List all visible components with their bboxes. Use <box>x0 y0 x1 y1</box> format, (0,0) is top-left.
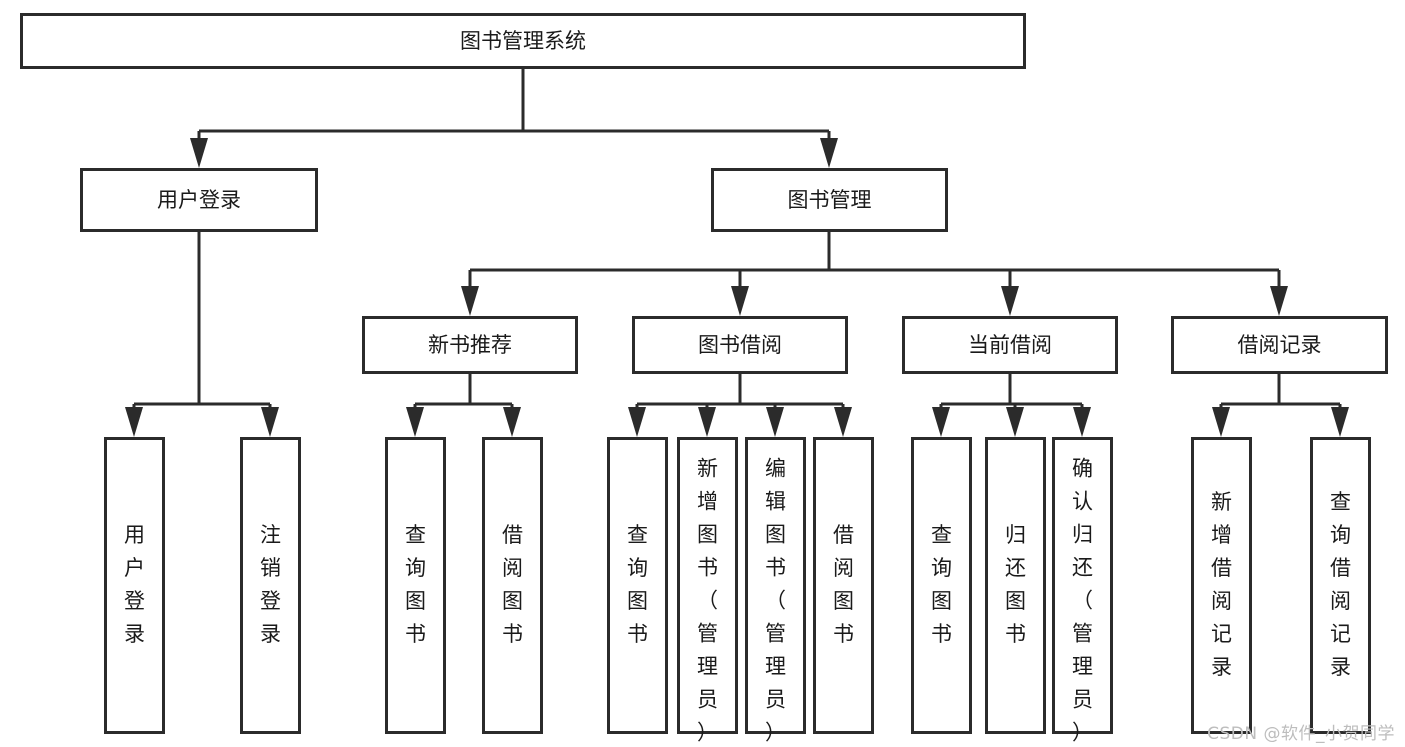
node-leaf-edit-book[interactable]: 编辑图书（管理员） <box>745 437 806 745</box>
node-label: 查询借阅记录 <box>1330 490 1351 679</box>
arrow-head-icon <box>766 407 784 437</box>
node-box[interactable] <box>677 437 738 734</box>
node-box[interactable] <box>1052 437 1113 734</box>
node-current-borrow[interactable]: 当前借阅 <box>902 316 1118 374</box>
node-label: 借阅图书 <box>833 523 854 646</box>
connector-group-borrow-record-leaves <box>1212 374 1349 437</box>
node-label: 图书管理 <box>788 188 872 212</box>
node-label: 新增图书（管理员） <box>697 457 718 745</box>
arrow-head-icon <box>698 407 716 437</box>
node-box[interactable] <box>385 437 446 734</box>
node-leaf-query-book-1[interactable]: 查询图书 <box>385 437 446 734</box>
node-leaf-user-login[interactable]: 用户登录 <box>104 437 165 734</box>
node-box[interactable] <box>711 168 948 232</box>
node-label: 图书借阅 <box>698 333 782 357</box>
node-borrow-record[interactable]: 借阅记录 <box>1171 316 1388 374</box>
node-box[interactable] <box>1191 437 1252 734</box>
arrow-head-icon <box>1212 407 1230 437</box>
node-user-login[interactable]: 用户登录 <box>80 168 318 232</box>
nodes-layer: 图书管理系统用户登录图书管理新书推荐图书借阅当前借阅借阅记录用户登录注销登录查询… <box>20 13 1388 745</box>
node-label: 图书管理系统 <box>460 29 586 53</box>
node-leaf-borrow-book-2[interactable]: 借阅图书 <box>813 437 874 734</box>
node-box[interactable] <box>607 437 668 734</box>
arrow-head-icon <box>1006 407 1024 437</box>
arrow-head-icon <box>820 138 838 168</box>
node-root[interactable]: 图书管理系统 <box>20 13 1026 69</box>
node-leaf-confirm-return[interactable]: 确认归还（管理员） <box>1052 437 1113 745</box>
node-box[interactable] <box>1171 316 1388 374</box>
arrow-head-icon <box>628 407 646 437</box>
arrow-head-icon <box>190 138 208 168</box>
node-box[interactable] <box>1310 437 1371 734</box>
arrow-head-icon <box>503 407 521 437</box>
node-leaf-return-book[interactable]: 归还图书 <box>985 437 1046 734</box>
connectors-layer <box>125 69 1349 437</box>
node-box[interactable] <box>20 13 1026 69</box>
node-book-borrow[interactable]: 图书借阅 <box>632 316 848 374</box>
arrow-head-icon <box>406 407 424 437</box>
arrow-head-icon <box>834 407 852 437</box>
arrow-head-icon <box>461 286 479 316</box>
arrow-head-icon <box>125 407 143 437</box>
node-label: 新书推荐 <box>428 333 512 357</box>
node-label: 编辑图书（管理员） <box>765 457 786 745</box>
node-label: 归还图书 <box>1005 523 1026 646</box>
arrow-head-icon <box>1073 407 1091 437</box>
node-label: 新增借阅记录 <box>1211 490 1232 679</box>
node-box[interactable] <box>482 437 543 734</box>
arrow-head-icon <box>1270 286 1288 316</box>
node-box[interactable] <box>985 437 1046 734</box>
arrow-head-icon <box>1001 286 1019 316</box>
node-label: 查询图书 <box>931 523 952 646</box>
node-label: 借阅记录 <box>1238 333 1322 357</box>
connector-group-book-manage-children <box>461 232 1288 316</box>
node-label: 借阅图书 <box>502 523 523 646</box>
node-leaf-add-book[interactable]: 新增图书（管理员） <box>677 437 738 745</box>
node-leaf-query-book-3[interactable]: 查询图书 <box>911 437 972 734</box>
node-label: 用户登录 <box>157 188 241 212</box>
node-leaf-borrow-book-1[interactable]: 借阅图书 <box>482 437 543 734</box>
node-label: 当前借阅 <box>968 333 1052 357</box>
node-label: 确认归还（管理员） <box>1072 457 1093 745</box>
node-box[interactable] <box>813 437 874 734</box>
node-box[interactable] <box>80 168 318 232</box>
node-box[interactable] <box>902 316 1118 374</box>
node-leaf-add-record[interactable]: 新增借阅记录 <box>1191 437 1252 734</box>
node-new-book-recommend[interactable]: 新书推荐 <box>362 316 578 374</box>
arrow-head-icon <box>1331 407 1349 437</box>
node-box[interactable] <box>362 316 578 374</box>
connector-group-book-borrow-leaves <box>628 374 852 437</box>
arrow-head-icon <box>932 407 950 437</box>
node-label: 用户登录 <box>124 523 145 646</box>
node-leaf-logout[interactable]: 注销登录 <box>240 437 301 734</box>
arrow-head-icon <box>261 407 279 437</box>
node-label: 注销登录 <box>260 523 281 646</box>
node-book-manage[interactable]: 图书管理 <box>711 168 948 232</box>
node-leaf-query-book-2[interactable]: 查询图书 <box>607 437 668 734</box>
arrow-head-icon <box>731 286 749 316</box>
connector-group-new-book-leaves <box>406 374 521 437</box>
node-box[interactable] <box>745 437 806 734</box>
node-box[interactable] <box>632 316 848 374</box>
node-box[interactable] <box>240 437 301 734</box>
node-box[interactable] <box>911 437 972 734</box>
node-label: 查询图书 <box>405 523 426 646</box>
node-label: 查询图书 <box>627 523 648 646</box>
node-leaf-query-record[interactable]: 查询借阅记录 <box>1310 437 1371 734</box>
node-box[interactable] <box>104 437 165 734</box>
connector-group-root-children <box>190 69 838 168</box>
connector-group-current-borrow-leaves <box>932 374 1091 437</box>
connector-group-user-login-leaves <box>125 232 279 437</box>
